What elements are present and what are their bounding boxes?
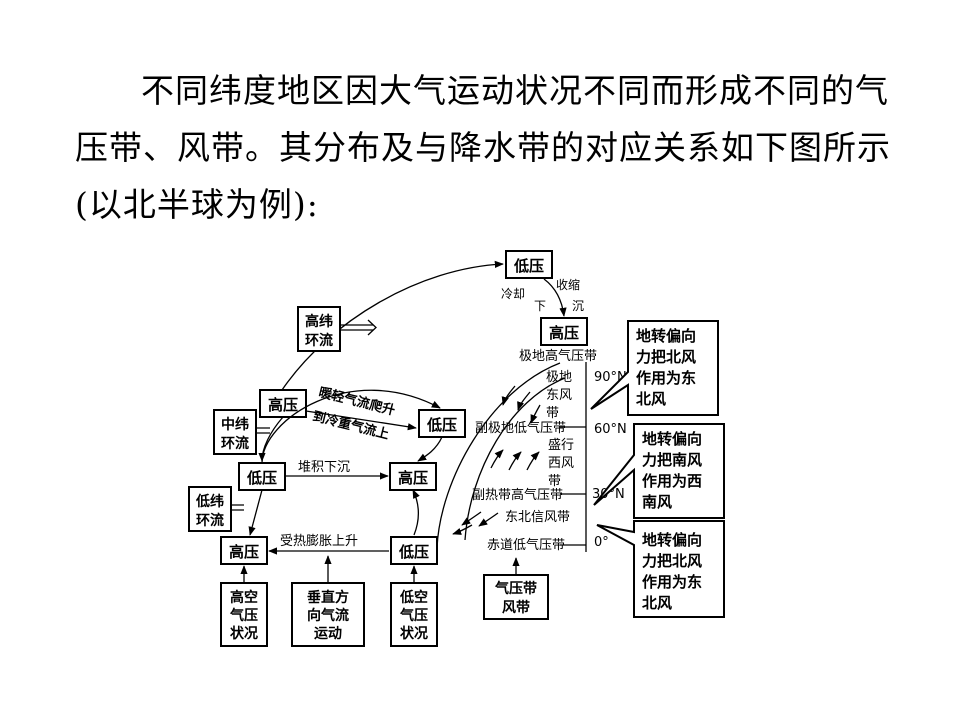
svg-text:高空: 高空 bbox=[230, 589, 258, 606]
lat-0: 0° bbox=[594, 535, 609, 550]
equatorial-low-belt: 赤道低气压带 bbox=[487, 537, 565, 553]
note3-l4: 北风 bbox=[642, 594, 672, 612]
westerly-3: 带 bbox=[548, 474, 561, 489]
mid-lat-l2: 环流 bbox=[221, 435, 249, 452]
upper-air-box: 高空 气压 状况 bbox=[220, 582, 268, 647]
svg-text:运动: 运动 bbox=[314, 625, 342, 642]
shrink-label: 收缩 bbox=[556, 277, 580, 292]
svg-text:气压带: 气压带 bbox=[494, 580, 537, 597]
polar-east-3: 带 bbox=[546, 406, 559, 421]
mid-low-label: 低压 bbox=[426, 416, 457, 434]
mid-low-box-2: 低压 bbox=[390, 536, 438, 565]
note1-l4: 北风 bbox=[636, 390, 666, 408]
note2-l4: 南风 bbox=[642, 493, 672, 511]
left-high-box-1: 高压 bbox=[259, 389, 307, 418]
mid-low-2-label: 低压 bbox=[398, 543, 429, 561]
mid-lat-l1: 中纬 bbox=[221, 416, 249, 433]
high-lat-l2: 环流 bbox=[305, 332, 333, 349]
svg-text:状况: 状况 bbox=[230, 625, 258, 642]
note3-l1: 地转偏向 bbox=[642, 531, 702, 549]
svg-text:风带: 风带 bbox=[502, 600, 530, 616]
sub-tropical-high-belt: 副热带高气压带 bbox=[472, 487, 563, 503]
mid-arc-right bbox=[417, 436, 443, 462]
ne-trade-belt: 东北信风带 bbox=[505, 510, 570, 525]
note3-l2: 力把北风 bbox=[642, 552, 702, 570]
westerly-2: 西风 bbox=[548, 456, 574, 471]
intro-paragraph: 不同纬度地区因大气运动状况不同而形成不同的气压带、风带。其分布及与降水带的对应关… bbox=[75, 62, 895, 233]
mid-arc-top bbox=[261, 389, 441, 464]
heat-rise-label: 受热膨胀上升 bbox=[280, 534, 358, 549]
note-box-3: 地转偏向 力把北风 作用为东 北风 bbox=[596, 520, 725, 618]
note1-l3: 作用为东 bbox=[636, 369, 696, 387]
svg-text:垂直方: 垂直方 bbox=[307, 589, 349, 606]
belts-label-box: 气压带 风带 bbox=[483, 574, 549, 620]
svg-text:状况: 状况 bbox=[400, 625, 428, 642]
wind-arrows bbox=[452, 385, 541, 535]
top-low-label: 低压 bbox=[513, 257, 544, 275]
left-high-box-2: 高压 bbox=[220, 536, 268, 565]
note-box-2: 地转偏向 力把南风 作用为西 南风 bbox=[593, 423, 725, 519]
note2-l1: 地转偏向 bbox=[642, 430, 702, 448]
down-label: 下 bbox=[534, 299, 546, 313]
cool-label: 冷却 bbox=[501, 287, 525, 301]
intro-text: 不同纬度地区因大气运动状况不同而形成不同的气压带、风带。其分布及与降水带的对应关… bbox=[75, 71, 891, 224]
low-down-arrow bbox=[248, 489, 263, 536]
mid-low-box: 低压 bbox=[418, 409, 466, 438]
big-arc-inner bbox=[464, 377, 566, 541]
mid-high-box: 高压 bbox=[389, 462, 437, 491]
svg-text:气压: 气压 bbox=[399, 607, 428, 624]
left-low-box: 低压 bbox=[238, 462, 286, 491]
high-lat-l1: 高纬 bbox=[305, 313, 333, 330]
polar-east-2: 东风 bbox=[546, 388, 572, 403]
mid-lat-pointer bbox=[256, 427, 270, 434]
left-low-label: 低压 bbox=[246, 469, 277, 487]
polar-high-box: 高压 bbox=[540, 317, 588, 346]
mid-lat-circulation-box: 中纬 环流 bbox=[213, 409, 257, 455]
high-lat-circulation-box: 高纬 环流 bbox=[297, 306, 341, 352]
belt-lines bbox=[560, 426, 586, 546]
note-box-1: 地转偏向 力把北风 作用为东 北风 bbox=[590, 320, 719, 416]
sink-label: 沉 bbox=[572, 299, 584, 313]
polar-high-belt: 极地高气压带 bbox=[519, 348, 597, 364]
mid-down-arrow bbox=[258, 416, 284, 462]
pile-sink-label: 堆积下沉 bbox=[298, 460, 350, 475]
sub-polar-low-belt: 副极地低气压带 bbox=[475, 420, 566, 436]
high-lat-pointer bbox=[340, 324, 373, 331]
left-high-2-label: 高压 bbox=[229, 543, 259, 561]
high-lat-arc bbox=[281, 260, 504, 391]
svg-text:低空: 低空 bbox=[399, 589, 428, 606]
sink-arrow bbox=[543, 278, 567, 317]
vertical-motion-box: 垂直方 向气流 运动 bbox=[291, 582, 365, 647]
note2-l2: 力把南风 bbox=[642, 451, 702, 469]
low-up-arrow bbox=[412, 489, 420, 536]
note1-l1: 地转偏向 bbox=[636, 327, 696, 345]
upper-flow-arrow bbox=[305, 410, 417, 431]
low-lat-l2: 环流 bbox=[196, 512, 224, 529]
polar-east-1: 极地 bbox=[546, 370, 572, 385]
low-lat-pointer bbox=[231, 504, 244, 511]
top-low-box: 低压 bbox=[505, 250, 553, 279]
polar-high-label: 高压 bbox=[549, 324, 579, 342]
big-arc-outer bbox=[436, 362, 561, 549]
low-lat-l1: 低纬 bbox=[195, 493, 224, 510]
note1-l2: 力把北风 bbox=[636, 348, 696, 366]
low-lat-circulation-box: 低纬 环流 bbox=[188, 486, 232, 532]
lat-60: 60°N bbox=[594, 422, 627, 437]
note2-l3: 作用为西 bbox=[642, 472, 702, 490]
left-high-1-label: 高压 bbox=[268, 396, 298, 414]
note3-l3: 作用为东 bbox=[642, 573, 702, 591]
svg-text:向气流: 向气流 bbox=[307, 607, 349, 624]
lower-air-box: 低空 气压 状况 bbox=[390, 582, 438, 647]
svg-text:气压: 气压 bbox=[229, 607, 258, 624]
westerly-1: 盛行 bbox=[548, 438, 574, 453]
mid-high-label: 高压 bbox=[398, 469, 428, 487]
